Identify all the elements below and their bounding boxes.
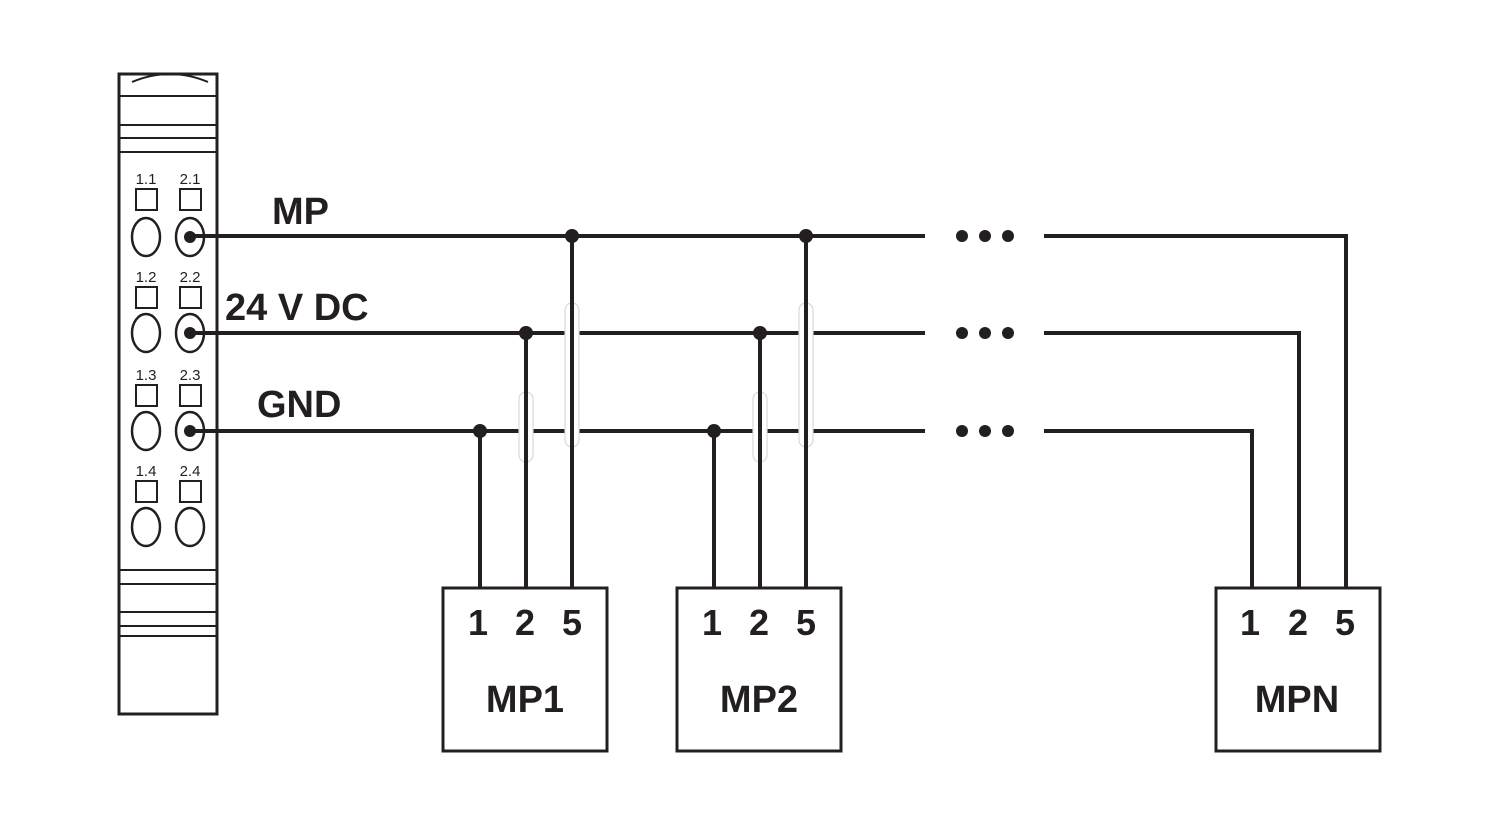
terminal-label-2-2: 2.2 (180, 269, 201, 286)
device-mp2: 1 2 5 MP2 (675, 586, 843, 753)
led-1-1 (135, 188, 158, 211)
terminal-label-1-3: 1.3 (136, 367, 157, 384)
terminal-1-3[interactable] (130, 410, 162, 452)
led-1-4 (135, 480, 158, 503)
led-1-3 (135, 384, 158, 407)
mpn-pin-5: 5 (1335, 602, 1355, 643)
gnd-to-mpn-wire (1044, 429, 1254, 588)
vdc-line-label: 24 V DC (225, 287, 369, 329)
mp2-pin-5: 5 (796, 602, 816, 643)
vdc-to-mpn-wire (1044, 331, 1301, 588)
mp1-pin-1: 1 (468, 602, 488, 643)
mp1-pin-5: 5 (562, 602, 582, 643)
terminal-label-2-3: 2.3 (180, 367, 201, 384)
led-2-4 (179, 480, 202, 503)
led-1-2 (135, 286, 158, 309)
device-name-mp1: MP1 (486, 679, 564, 721)
mp-line-label: MP (272, 191, 329, 233)
mp2-drops (707, 229, 814, 588)
gnd-line-label: GND (257, 384, 341, 426)
led-2-3 (179, 384, 202, 407)
mp-to-mpn-wire (1044, 234, 1348, 588)
device-box-mp2 (675, 586, 843, 753)
led-2-1 (179, 188, 202, 211)
device-box-mp1 (441, 586, 609, 753)
device-name-mp2: MP2 (720, 679, 798, 721)
terminal-label-1-2: 1.2 (136, 269, 157, 286)
device-mpn: 1 2 5 MPN (1214, 586, 1382, 753)
mp2-pin-1: 1 (702, 602, 722, 643)
terminal-label-2-4: 2.4 (180, 463, 201, 480)
io-module: 1.1 2.1 1.2 2.2 1.3 2.3 1.4 2.4 (117, 72, 219, 716)
device-mp1: 1 2 5 MP1 (441, 586, 609, 753)
module-housing (117, 72, 219, 716)
device-box-mpn (1214, 586, 1382, 753)
led-2-2 (179, 286, 202, 309)
bus-wires (190, 230, 1348, 588)
terminal-label-1-1: 1.1 (136, 171, 157, 188)
terminal-2-4[interactable] (174, 506, 206, 548)
terminal-1-4[interactable] (130, 506, 162, 548)
terminal-label-2-1: 2.1 (180, 171, 201, 188)
mpn-pin-1: 1 (1240, 602, 1260, 643)
mp1-drops (473, 229, 580, 588)
mp2-pin-2: 2 (749, 602, 769, 643)
device-name-mpn: MPN (1255, 679, 1339, 721)
mpn-pin-2: 2 (1288, 602, 1308, 643)
terminal-label-1-4: 1.4 (136, 463, 157, 480)
module-latch (131, 73, 209, 83)
terminal-1-2[interactable] (130, 312, 162, 354)
terminal-1-1[interactable] (130, 216, 162, 258)
mp1-pin-2: 2 (515, 602, 535, 643)
